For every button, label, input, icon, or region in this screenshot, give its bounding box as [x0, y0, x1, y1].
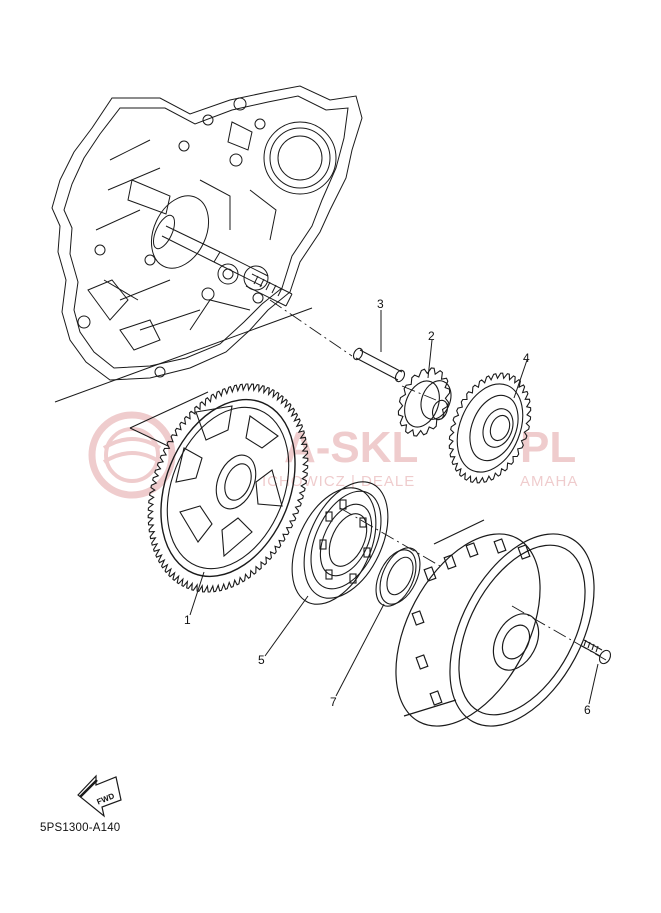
- callout-3: 3: [377, 297, 384, 311]
- callout-1: 1: [184, 613, 191, 627]
- callouts: 1 2 3 4 5 6 7: [184, 297, 591, 717]
- part-2-small-gear: [397, 367, 452, 437]
- part-5-starter-clutch: [291, 481, 389, 605]
- rotor-flywheel: [395, 519, 595, 727]
- part-4-idler-gear: [448, 372, 532, 484]
- callout-4: 4: [523, 351, 530, 365]
- gear-tooth-ring: [448, 372, 532, 484]
- gear-teeth: [147, 383, 309, 593]
- watermark-sub-text-a: ICHOWICZ | DEALE: [262, 473, 415, 490]
- gear-tooth-ring: [397, 367, 451, 437]
- part-6-bolt: [581, 639, 612, 665]
- part-1-large-gear: [147, 383, 309, 593]
- reference-code: 5PS1300-A140: [40, 822, 121, 834]
- fwd-arrow-icon: FWD: [77, 774, 122, 818]
- gear-teeth: [397, 367, 451, 437]
- gear-teeth: [448, 372, 532, 484]
- callout-7: 7: [330, 695, 337, 709]
- section-line: [54, 307, 313, 447]
- part-3-shaft: [352, 347, 406, 383]
- callout-6: 6: [584, 703, 591, 717]
- part-7-washer: [375, 547, 421, 607]
- watermark-main-text-b: PL: [520, 423, 576, 472]
- leader-lines: [189, 310, 599, 705]
- watermark-sub-text-b: AMAHA: [520, 473, 578, 490]
- gear-tooth-ring: [147, 383, 309, 593]
- callout-5: 5: [258, 653, 265, 667]
- callout-2: 2: [428, 329, 435, 343]
- crankcase: [51, 85, 363, 381]
